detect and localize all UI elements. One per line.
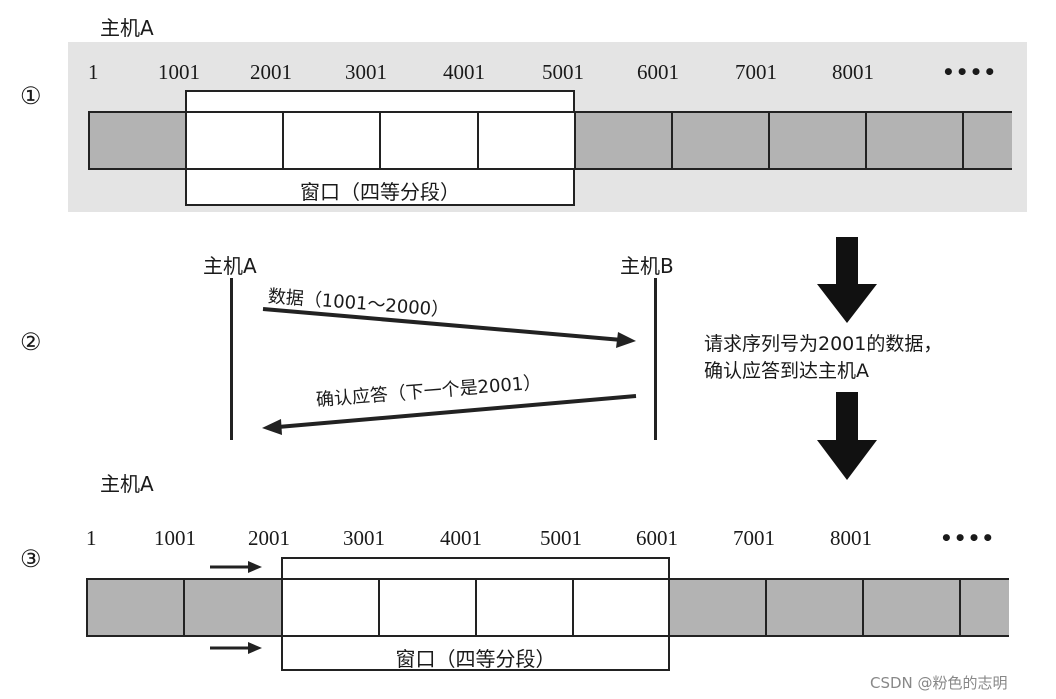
seq-label: 8001 — [830, 526, 872, 550]
shift-arrow-icon — [210, 561, 262, 573]
seq-label: 6001 — [636, 526, 678, 550]
seq-label: 6001 — [637, 60, 679, 84]
seq-label: 2001 — [250, 60, 292, 84]
window-label: 窗口（四等分段） — [395, 647, 556, 671]
segment-pending — [959, 578, 1009, 637]
seq-label: 1001 — [154, 526, 196, 550]
seq-label: 3001 — [343, 526, 385, 550]
seq-label: 4001 — [440, 526, 482, 550]
seq-label: 1 — [86, 526, 97, 550]
ack-arrow-icon — [262, 394, 637, 435]
host-a-timeline — [230, 278, 233, 440]
step-1-marker: ① — [20, 82, 42, 110]
window-label: 窗口（四等分段） — [300, 180, 460, 204]
seq-label: 5001 — [542, 60, 584, 84]
seq-label: 3001 — [345, 60, 387, 84]
segment-window — [282, 111, 381, 170]
host-b-timeline — [654, 278, 657, 440]
segment-window — [475, 578, 574, 637]
segment-pending — [862, 578, 961, 637]
seq-label: 8001 — [832, 60, 874, 84]
segment-pending — [668, 578, 767, 637]
watermark: CSDN @粉色的志明 — [870, 674, 1008, 692]
shift-arrow-icon — [210, 642, 262, 654]
seq-label: 5001 — [540, 526, 582, 550]
note-line-1: 请求序列号为2001的数据， — [704, 333, 943, 355]
step-2-marker: ② — [20, 328, 42, 356]
segment-acked — [183, 578, 283, 637]
segment-window — [378, 578, 477, 637]
segment-pending — [962, 111, 1012, 170]
seq-label: 7001 — [733, 526, 775, 550]
segment-pending — [574, 111, 673, 170]
segment-window — [379, 111, 479, 170]
segment-pending — [768, 111, 867, 170]
segment-pending — [865, 111, 964, 170]
host-b-label-panel2: 主机B — [620, 254, 674, 278]
seq-label: 2001 — [248, 526, 290, 550]
seq-label: 7001 — [735, 60, 777, 84]
ellipsis: •••• — [940, 526, 996, 550]
segment-pending — [765, 578, 864, 637]
explanation-note: 请求序列号为2001的数据， 确认应答到达主机A — [704, 331, 942, 385]
note-line-2: 确认应答到达主机A — [704, 360, 869, 382]
data-arrow-icon — [262, 307, 636, 348]
seq-label: 1001 — [158, 60, 200, 84]
down-arrow-icon — [817, 237, 877, 323]
host-a-label-panel1: 主机A — [100, 16, 154, 40]
step-3-marker: ③ — [20, 545, 42, 573]
segment-window — [281, 578, 380, 637]
host-a-label-panel2: 主机A — [203, 254, 257, 278]
segment-acked — [86, 578, 185, 637]
segment-window — [185, 111, 284, 170]
seq-label: 1 — [88, 60, 99, 84]
segment-pending — [671, 111, 770, 170]
seq-label: 4001 — [443, 60, 485, 84]
host-a-label-panel3: 主机A — [100, 472, 154, 496]
down-arrow-icon — [817, 392, 877, 480]
ellipsis: •••• — [942, 60, 998, 84]
segment-window — [572, 578, 670, 637]
